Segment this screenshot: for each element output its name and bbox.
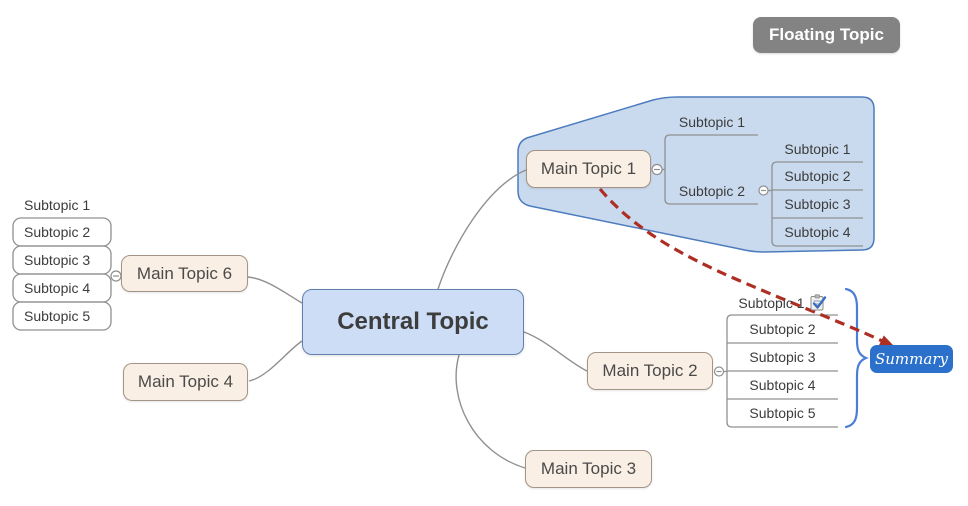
summary-topic[interactable]: Summary [870,345,953,373]
mt6-subtopic-1[interactable]: Subtopic 1 [24,197,91,213]
branch-central-mt4 [248,340,303,382]
main-topic-4[interactable]: Main Topic 4 [123,363,248,401]
tree-mt1-sub2-outline [771,161,863,247]
branch-central-mt2 [523,331,588,372]
mt2-subtopic-1-label: Subtopic 1 [738,294,805,311]
mt6-subtopic-2[interactable]: Subtopic 2 [24,224,91,240]
collapse-handle-mt2[interactable] [713,366,725,377]
mt6-subtopic-3[interactable]: Subtopic 3 [24,252,91,268]
tree-mt6-cell-4 [12,301,112,331]
mt6-subtopic-4[interactable]: Subtopic 4 [24,280,91,296]
collapse-handle-mt6[interactable] [110,270,122,282]
main-topic-3[interactable]: Main Topic 3 [525,450,652,488]
collapse-handle-mt1-sub2[interactable] [758,185,769,196]
relationship-arrow[interactable] [598,187,895,348]
mt1-sub2-subtopic-4[interactable]: Subtopic 4 [784,224,851,240]
mt1-sub2-subtopic-1[interactable]: Subtopic 1 [784,141,851,157]
mt1-subtopic-2[interactable]: Subtopic 2 [678,183,746,199]
collapse-handle-mt1[interactable] [651,163,663,176]
mt1-subtopic-1[interactable]: Subtopic 1 [678,114,746,130]
mt1-sub2-subtopic-2[interactable]: Subtopic 2 [784,168,851,184]
branch-central-mt6 [247,276,303,304]
summary-brace[interactable] [844,287,869,429]
checklist-check-icon[interactable] [808,293,827,312]
branch-central-mt1 [437,169,527,290]
central-topic[interactable]: Central Topic [302,289,524,355]
mt2-subtopic-4[interactable]: Subtopic 4 [749,377,816,393]
mt2-subtopic-2[interactable]: Subtopic 2 [749,321,816,337]
boundary-main-topic-1[interactable] [517,96,875,253]
mt2-subtopic-1[interactable]: Subtopic 1 [727,291,838,314]
mt6-subtopic-5[interactable]: Subtopic 5 [24,308,91,324]
main-topic-6[interactable]: Main Topic 6 [121,255,248,292]
floating-topic[interactable]: Floating Topic [753,17,900,53]
branch-central-mt3 [455,354,526,469]
main-topic-1[interactable]: Main Topic 1 [526,150,651,188]
mt2-subtopic-3[interactable]: Subtopic 3 [749,349,816,365]
mt1-sub2-subtopic-3[interactable]: Subtopic 3 [784,196,851,212]
mt2-subtopic-5[interactable]: Subtopic 5 [749,405,816,421]
main-topic-2[interactable]: Main Topic 2 [587,352,713,390]
